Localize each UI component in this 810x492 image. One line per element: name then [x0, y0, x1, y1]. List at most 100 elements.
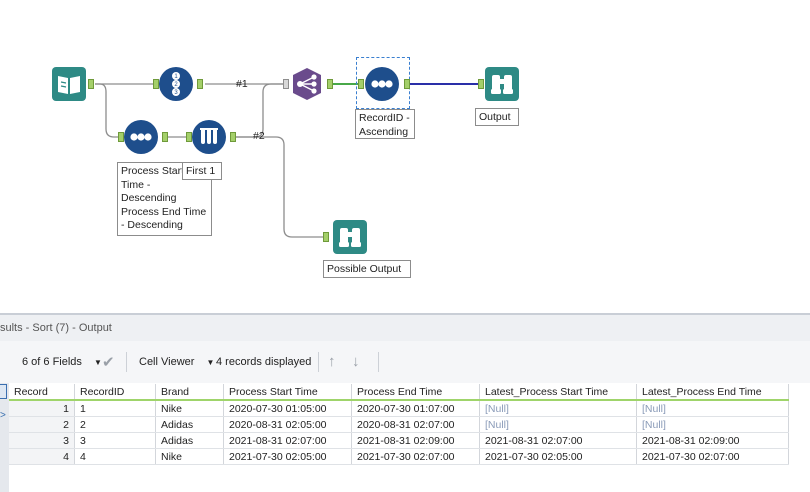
possible-output-browse-tool[interactable] — [333, 220, 367, 254]
column-header-latest-process-end-time[interactable]: Latest_Process End Time — [636, 384, 789, 401]
cell-process-start-time[interactable]: 2021-07-30 02:05:00 — [223, 448, 352, 465]
wire-sample-to-possible-output — [230, 136, 323, 238]
column-header-record[interactable]: Record — [9, 384, 75, 401]
sort-desc-tool[interactable] — [124, 120, 158, 154]
recordid-output-anchor[interactable] — [197, 79, 203, 89]
table-row[interactable]: 1 1 Nike 2020-07-30 01:05:00 2020-07-30 … — [9, 400, 789, 417]
cell-latest-process-start-time[interactable]: [Null] — [479, 416, 637, 433]
cell-brand[interactable]: Nike — [155, 448, 224, 465]
sort-desc-output-anchor[interactable] — [162, 132, 168, 142]
fields-dropdown[interactable]: 6 of 6 Fields ▼ — [22, 356, 102, 368]
chevron-right-icon[interactable]: > — [0, 410, 6, 421]
cell-brand[interactable]: Adidas — [155, 416, 224, 433]
records-count: 4 records displayed — [216, 356, 312, 368]
cell-brand[interactable]: Adidas — [155, 432, 224, 449]
sort-icon — [365, 67, 399, 101]
cell-recordid[interactable]: 4 — [74, 448, 156, 465]
book-input-icon — [52, 67, 86, 101]
recordid-input-anchor[interactable] — [153, 79, 159, 89]
connection-wires — [95, 83, 478, 238]
binoculars-icon — [485, 67, 519, 101]
output-browse-tool[interactable] — [485, 67, 519, 101]
wire-input-to-sort — [95, 83, 118, 138]
sort-desc-label-line-4: Process End Time — [121, 205, 207, 218]
join-output-anchor[interactable] — [327, 79, 333, 89]
sort-asc-label-line-1: RecordID - — [359, 112, 410, 124]
cell-recordid[interactable]: 2 — [74, 416, 156, 433]
svg-text:2: 2 — [174, 82, 178, 88]
sort-icon — [124, 120, 158, 154]
results-sidebar: > — [0, 383, 9, 492]
toolbar-separator — [126, 352, 127, 372]
input-tool[interactable] — [52, 67, 86, 101]
results-table: Record RecordID Brand Process Start Time… — [9, 384, 789, 465]
cell-latest-process-end-time[interactable]: 2021-07-30 02:07:00 — [636, 448, 789, 465]
sort-desc-label-line-3: Descending — [121, 192, 177, 204]
record-id-tool[interactable]: 1 2 3 — [159, 67, 193, 101]
dropdown-arrow-icon: ▼ — [206, 358, 215, 367]
sort-asc-output-anchor[interactable] — [404, 79, 410, 89]
input-output-anchor[interactable] — [88, 79, 94, 89]
column-header-process-end-time[interactable]: Process End Time — [351, 384, 480, 401]
column-header-brand[interactable]: Brand — [155, 384, 224, 401]
checkmark-icon[interactable]: ✔ — [102, 354, 115, 371]
sample-input-anchor[interactable] — [186, 132, 192, 142]
cell-process-end-time[interactable]: 2021-07-30 02:07:00 — [351, 448, 480, 465]
table-row[interactable]: 4 4 Nike 2021-07-30 02:05:00 2021-07-30 … — [9, 448, 789, 465]
cell-latest-process-end-time[interactable]: 2021-08-31 02:09:00 — [636, 432, 789, 449]
sort-asc-tool[interactable] — [365, 67, 399, 101]
workflow-canvas[interactable]: #1 #2 1 2 3 — [0, 0, 810, 312]
row-number: 4 — [9, 448, 75, 465]
results-panel-header[interactable]: sults - Sort (7) - Output — [0, 313, 810, 341]
arrow-up-icon[interactable]: ↑ — [328, 353, 336, 370]
cell-brand[interactable]: Nike — [155, 400, 224, 417]
results-title: sults - Sort (7) - Output — [0, 322, 112, 334]
cell-process-end-time[interactable]: 2020-08-31 02:07:00 — [351, 416, 480, 433]
column-header-recordid[interactable]: RecordID — [74, 384, 156, 401]
output-input-anchor[interactable] — [478, 79, 484, 89]
cell-process-start-time[interactable]: 2020-08-31 02:05:00 — [223, 416, 352, 433]
arrow-down-icon[interactable]: ↓ — [352, 353, 360, 370]
cell-process-end-time[interactable]: 2021-08-31 02:09:00 — [351, 432, 480, 449]
sample-test-tubes-icon — [192, 120, 226, 154]
cell-recordid[interactable]: 1 — [74, 400, 156, 417]
sort-asc-label-line-2: Ascending — [359, 125, 409, 138]
cell-latest-process-start-time[interactable]: 2021-07-30 02:05:00 — [479, 448, 637, 465]
possible-output-input-anchor[interactable] — [323, 232, 329, 242]
sort-asc-input-anchor[interactable] — [358, 79, 364, 89]
table-row[interactable]: 2 2 Adidas 2020-08-31 02:05:00 2020-08-3… — [9, 416, 789, 433]
record-id-icon: 1 2 3 — [159, 67, 193, 101]
join-multiple-icon — [293, 68, 321, 100]
cell-viewer-dropdown[interactable]: Cell Viewer ▼ — [139, 356, 214, 368]
cell-viewer-label: Cell Viewer — [139, 356, 195, 368]
sort-asc-label: RecordID - Ascending — [355, 109, 415, 139]
cell-process-start-time[interactable]: 2021-08-31 02:07:00 — [223, 432, 352, 449]
cell-latest-process-end-time[interactable]: [Null] — [636, 416, 789, 433]
dropdown-arrow-icon: ▼ — [93, 358, 102, 367]
table-view-icon[interactable] — [0, 384, 7, 399]
cell-latest-process-start-time[interactable]: 2021-08-31 02:07:00 — [479, 432, 637, 449]
fields-dropdown-label: 6 of 6 Fields — [22, 356, 82, 368]
sample-output-anchor[interactable] — [230, 132, 236, 142]
results-toolbar: 6 of 6 Fields ▼ ✔ Cell Viewer ▼ 4 record… — [0, 341, 810, 383]
cell-process-end-time[interactable]: 2020-07-30 01:07:00 — [351, 400, 480, 417]
column-header-latest-process-start-time[interactable]: Latest_Process Start Time — [479, 384, 637, 401]
connection-label-1: #1 — [236, 78, 248, 90]
sample-tool[interactable] — [192, 120, 226, 154]
cell-latest-process-end-time[interactable]: [Null] — [636, 400, 789, 417]
output-label: Output — [475, 108, 519, 126]
join-multiple-tool[interactable] — [290, 67, 324, 101]
row-number: 2 — [9, 416, 75, 433]
sort-desc-label-line-5: - Descending — [121, 219, 183, 231]
table-row[interactable]: 3 3 Adidas 2021-08-31 02:07:00 2021-08-3… — [9, 432, 789, 449]
sort-desc-input-anchor[interactable] — [118, 132, 124, 142]
column-header-process-start-time[interactable]: Process Start Time — [223, 384, 352, 401]
toolbar-separator — [318, 352, 319, 372]
sort-desc-label-line-2: Time - — [121, 178, 151, 191]
cell-latest-process-start-time[interactable]: [Null] — [479, 400, 637, 417]
svg-text:3: 3 — [174, 90, 178, 96]
binoculars-icon — [333, 220, 367, 254]
cell-process-start-time[interactable]: 2020-07-30 01:05:00 — [223, 400, 352, 417]
join-input-anchor[interactable] — [283, 79, 289, 89]
cell-recordid[interactable]: 3 — [74, 432, 156, 449]
